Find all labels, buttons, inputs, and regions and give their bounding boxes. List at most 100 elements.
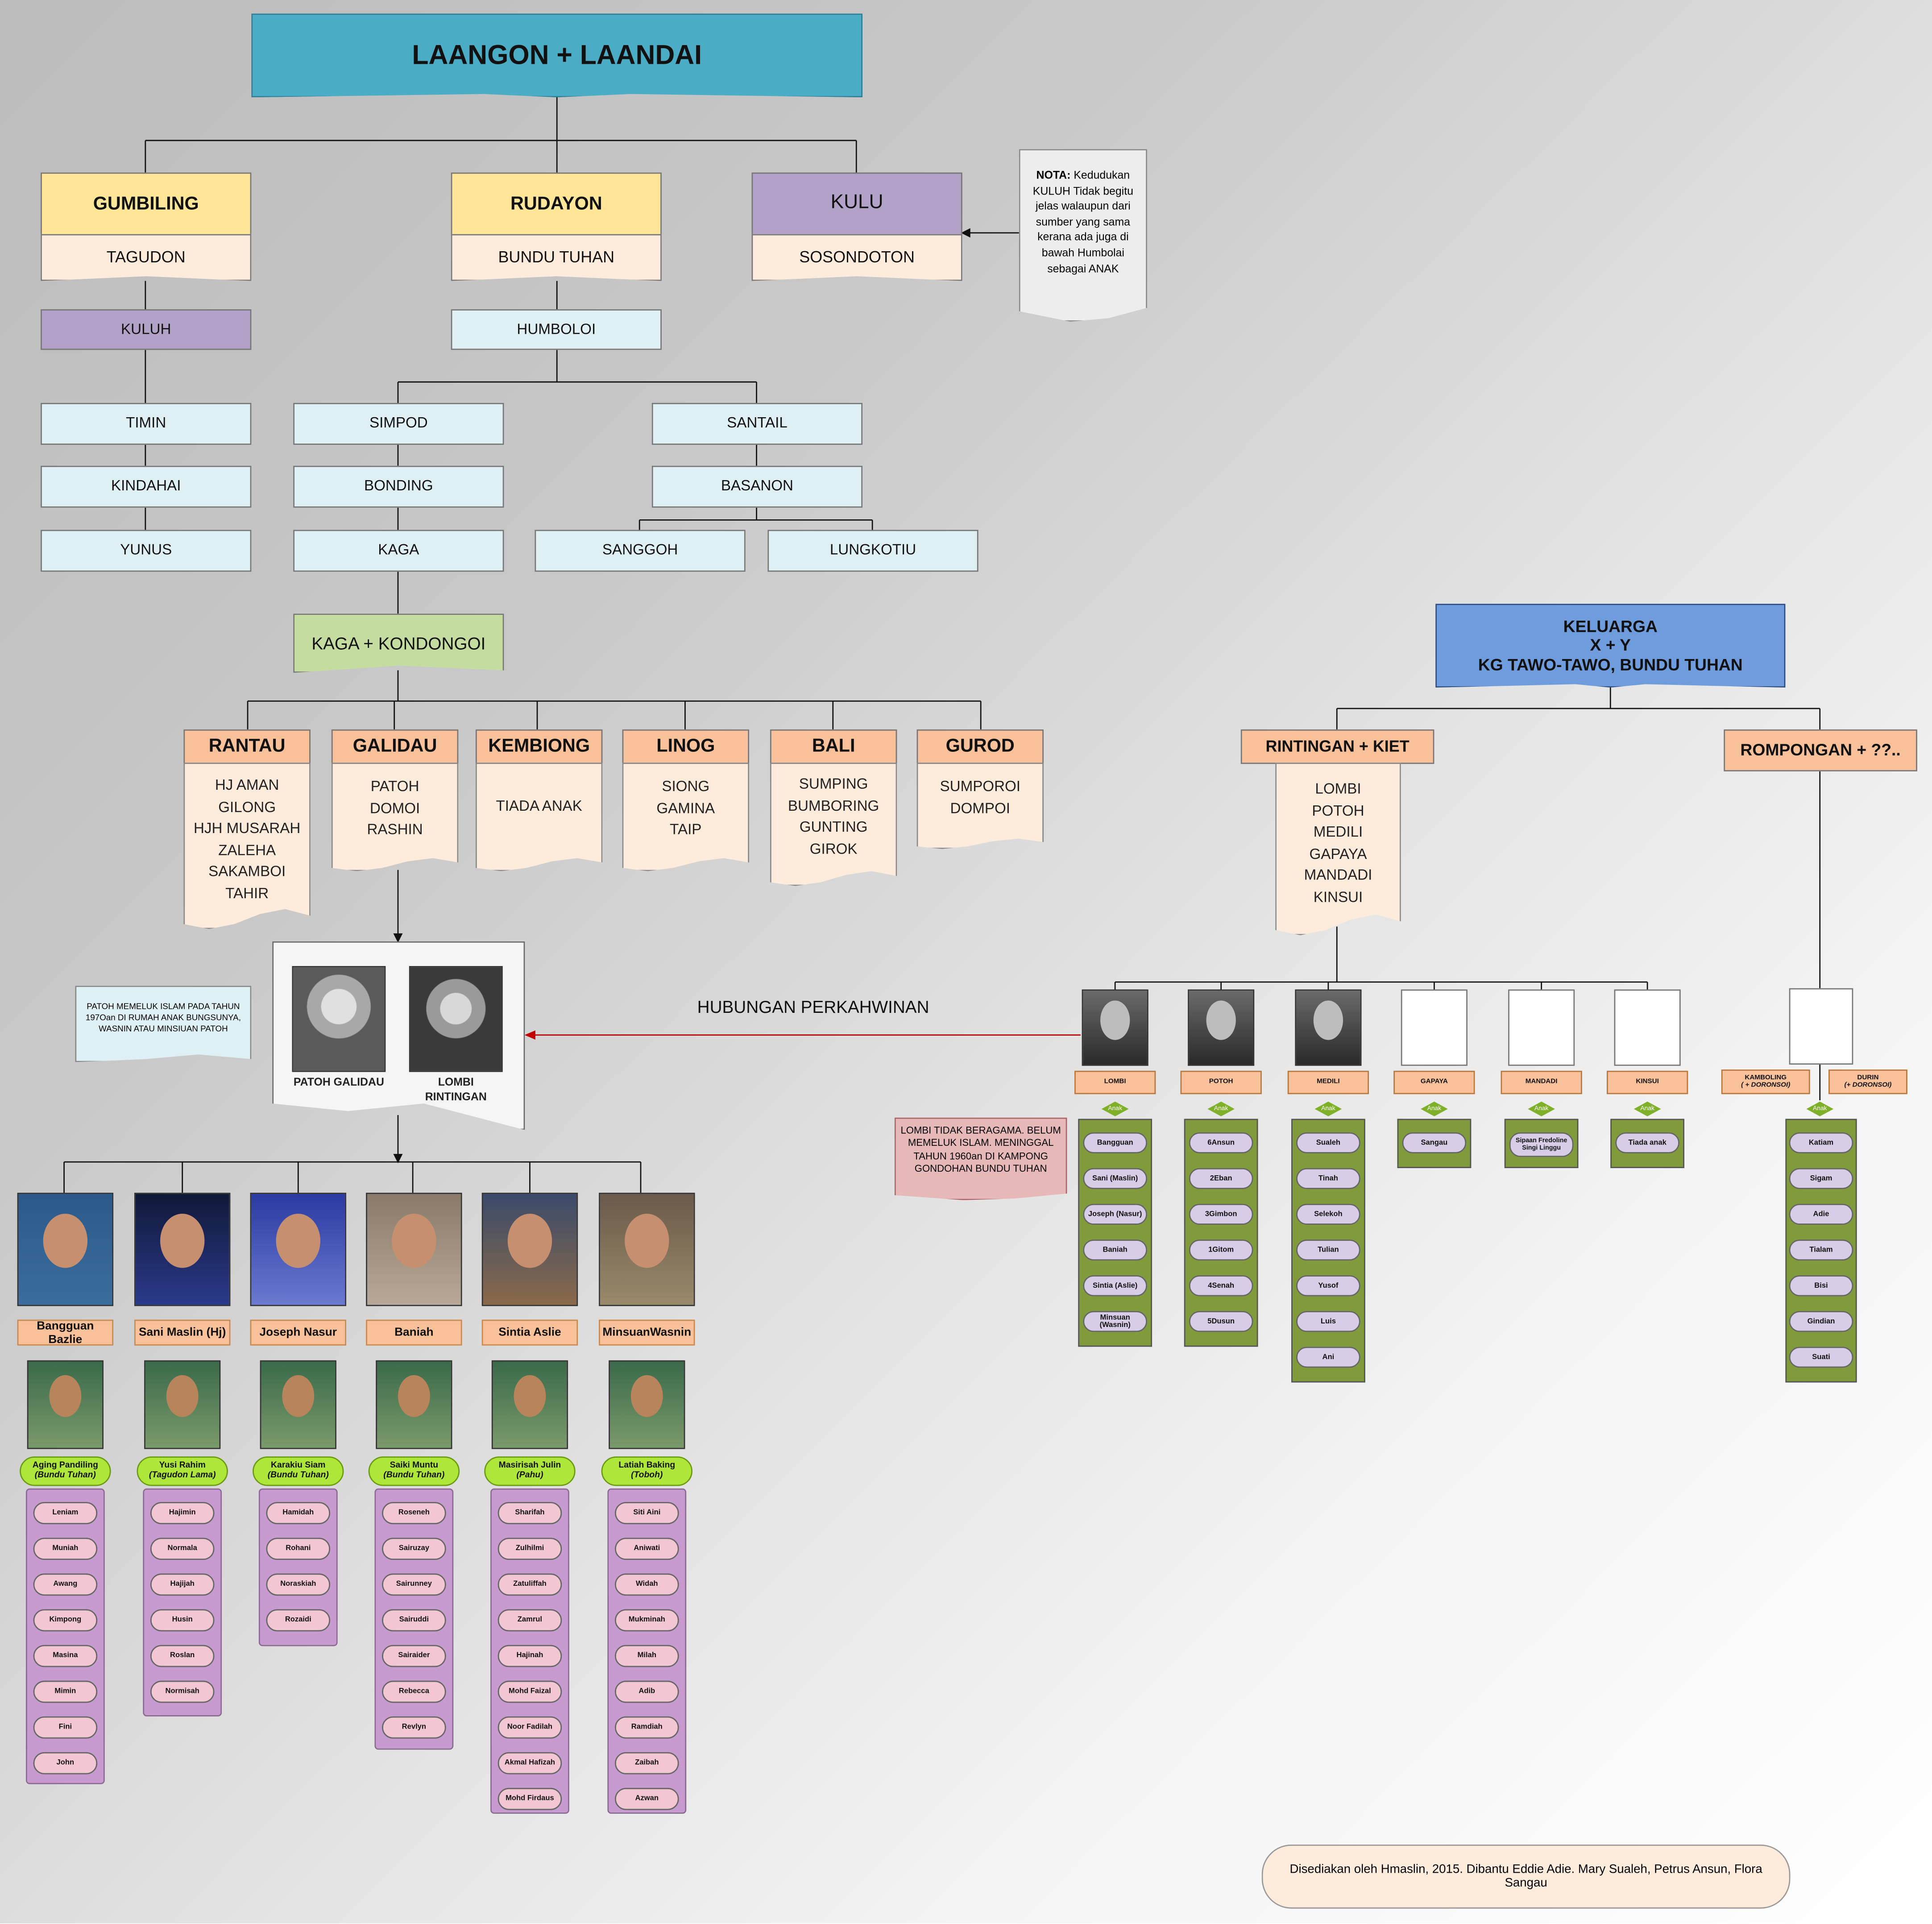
parent-face	[1206, 1000, 1236, 1040]
child-face	[507, 1214, 552, 1268]
rompongan-kid-pill: Katiam	[1789, 1132, 1853, 1153]
photo-placeholder	[1508, 989, 1575, 1066]
basanon-box: BASANON	[651, 465, 863, 508]
keluarga-line2: X + Y	[1590, 636, 1631, 655]
grandchild-pill: Rebecca	[382, 1680, 446, 1703]
spouse-name: Saiki Muntu(Bundu Tuhan)	[368, 1456, 460, 1486]
durin-spouse: (+ DORONSOI)	[1844, 1082, 1892, 1090]
kid-pill: Minsuan (Wasnin)	[1083, 1311, 1147, 1332]
parent-face	[1100, 1000, 1130, 1040]
rintingan-line: GAPAYA	[1309, 845, 1367, 862]
grandchild-pill: John	[33, 1752, 98, 1775]
parent-name: MANDADI	[1501, 1070, 1582, 1095]
child-name: Bangguan Bazlie	[17, 1319, 114, 1346]
grandchild-pill: Milah	[614, 1645, 679, 1667]
galidau-line: RASHIN	[367, 821, 423, 838]
rompongan-photo-placeholder	[1789, 988, 1853, 1065]
spouse-name: Latiah Baking(Toboh)	[601, 1456, 692, 1486]
grandchild-pill: Mohd Faizal	[498, 1680, 562, 1703]
spouse-name-text: Karakiu Siam	[271, 1462, 326, 1471]
rompongan-kid-pill: Suati	[1789, 1347, 1853, 1368]
spouse-origin: (Bundu Tuhan)	[383, 1471, 445, 1480]
rintingan-line: KINSUI	[1313, 887, 1363, 905]
kuluh-box: KULUH	[41, 309, 252, 350]
kamboling-label: KAMBOLING ( + DORONSOI)	[1721, 1069, 1810, 1095]
rintingan-line: MANDADI	[1304, 866, 1372, 883]
child-name: Joseph Nasur	[250, 1319, 346, 1346]
spouse-face	[630, 1375, 663, 1417]
rompongan-kid-pill: Bisi	[1789, 1275, 1853, 1297]
grandchild-pill: Hamidah	[266, 1502, 331, 1524]
spouse-name-text: Latiah Baking	[618, 1462, 676, 1471]
grandchild-pill: Kimpong	[33, 1609, 98, 1632]
gumbiling-box: GUMBILING	[41, 172, 252, 236]
kindahai-box: KINDAHAI	[41, 465, 252, 508]
grandchildren-column	[143, 1488, 222, 1717]
rompongan-kid-pill: Gindian	[1789, 1311, 1853, 1332]
kids-column	[1184, 1119, 1258, 1347]
hubungan-label: HUBUNGAN PERKAHWINAN	[697, 997, 929, 1017]
spouse-name-text: Aging Pandiling	[32, 1462, 98, 1471]
grandchild-pill: Adib	[614, 1680, 679, 1703]
kid-pill: 3Gimbon	[1189, 1203, 1253, 1225]
lombi-note: LOMBI TIDAK BERAGAMA. BELUM MEMELUK ISLA…	[894, 1117, 1067, 1200]
kid-pill: Selekoh	[1296, 1203, 1360, 1225]
patoh-galidau-caption: PATOH GALIDAU	[293, 1075, 384, 1088]
galidau-line: PATOH	[370, 777, 419, 795]
spouse-name-text: Masirisah Julin	[498, 1462, 561, 1471]
keluarga-line1: KELUARGA	[1563, 617, 1658, 636]
bundu-tuhan-box: BUNDU TUHAN	[451, 234, 662, 281]
timin-box: TIMIN	[41, 403, 252, 445]
spouse-name: Yusi Rahim(Tagudon Lama)	[137, 1456, 228, 1486]
grandchild-pill: Sairunney	[382, 1573, 446, 1596]
grandchild-pill: Sairaider	[382, 1645, 446, 1667]
child-face	[276, 1214, 320, 1268]
kaga-box: KAGA	[293, 530, 504, 572]
spouse-photo	[376, 1360, 452, 1449]
grandchild-pill: Sharifah	[498, 1502, 562, 1524]
rintingan-line: MEDILI	[1313, 823, 1363, 841]
kid-pill: Tinah	[1296, 1168, 1360, 1189]
child-face	[43, 1214, 88, 1268]
rantau-header: RANTAU	[183, 729, 311, 764]
kembiong-doc: TIADA ANAK	[475, 763, 603, 871]
grandchild-pill: Widah	[614, 1573, 679, 1596]
kamboling-name: KAMBOLING	[1745, 1074, 1787, 1082]
yunus-box: YUNUS	[41, 530, 252, 572]
grandchild-pill: Zaibah	[614, 1752, 679, 1775]
grandchild-pill: Roslan	[150, 1645, 215, 1667]
linog-line: GAMINA	[656, 799, 715, 817]
rantau-line: GILONG	[218, 798, 276, 815]
simpod-box: SIMPOD	[293, 403, 504, 445]
bali-doc: SUMPING BUMBORING GUNTING GIROK	[770, 763, 897, 886]
kid-pill: Baniah	[1083, 1240, 1147, 1261]
spouse-origin: (Bundu Tuhan)	[267, 1471, 329, 1480]
nota-box: NOTA: Kedudukan KULUH Tidak begitu jelas…	[1019, 149, 1147, 322]
kid-pill: Tulian	[1296, 1240, 1360, 1261]
spouse-name-text: Yusi Rahim	[159, 1462, 206, 1471]
rudayon-box: RUDAYON	[451, 172, 662, 236]
rantau-line: HJH MUSARAH	[193, 819, 301, 837]
grandchild-pill: Sairuzay	[382, 1538, 446, 1560]
grandchild-pill: Siti Aini	[614, 1502, 679, 1524]
child-face	[625, 1214, 669, 1268]
child-face	[160, 1214, 205, 1268]
kid-pill: Sipaan Fredoline Singi Linggu	[1509, 1132, 1574, 1157]
grandchild-pill: Mimin	[33, 1680, 98, 1703]
photo-placeholder	[1401, 989, 1468, 1066]
grandchild-pill: Fini	[33, 1716, 98, 1739]
lombi-rintingan-caption: LOMBI RINTINGAN	[425, 1075, 487, 1103]
linog-line: TAIP	[670, 821, 702, 838]
kid-pill: 6Ansun	[1189, 1132, 1253, 1153]
durin-name: DURIN	[1857, 1074, 1879, 1082]
grandchild-pill: Roseneh	[382, 1502, 446, 1524]
gurod-line: DOMPOI	[950, 799, 1010, 817]
kid-pill: Luis	[1296, 1311, 1360, 1332]
bali-line: GIROK	[809, 839, 858, 857]
rantau-line: TAHIR	[225, 884, 269, 902]
grandchildren-column	[25, 1488, 105, 1784]
rintingan-doc: LOMBI POTOH MEDILI GAPAYA MANDADI KINSUI	[1275, 763, 1401, 935]
grandchild-pill: Hajimin	[150, 1502, 215, 1524]
kid-pill: 5Dusun	[1189, 1311, 1253, 1332]
